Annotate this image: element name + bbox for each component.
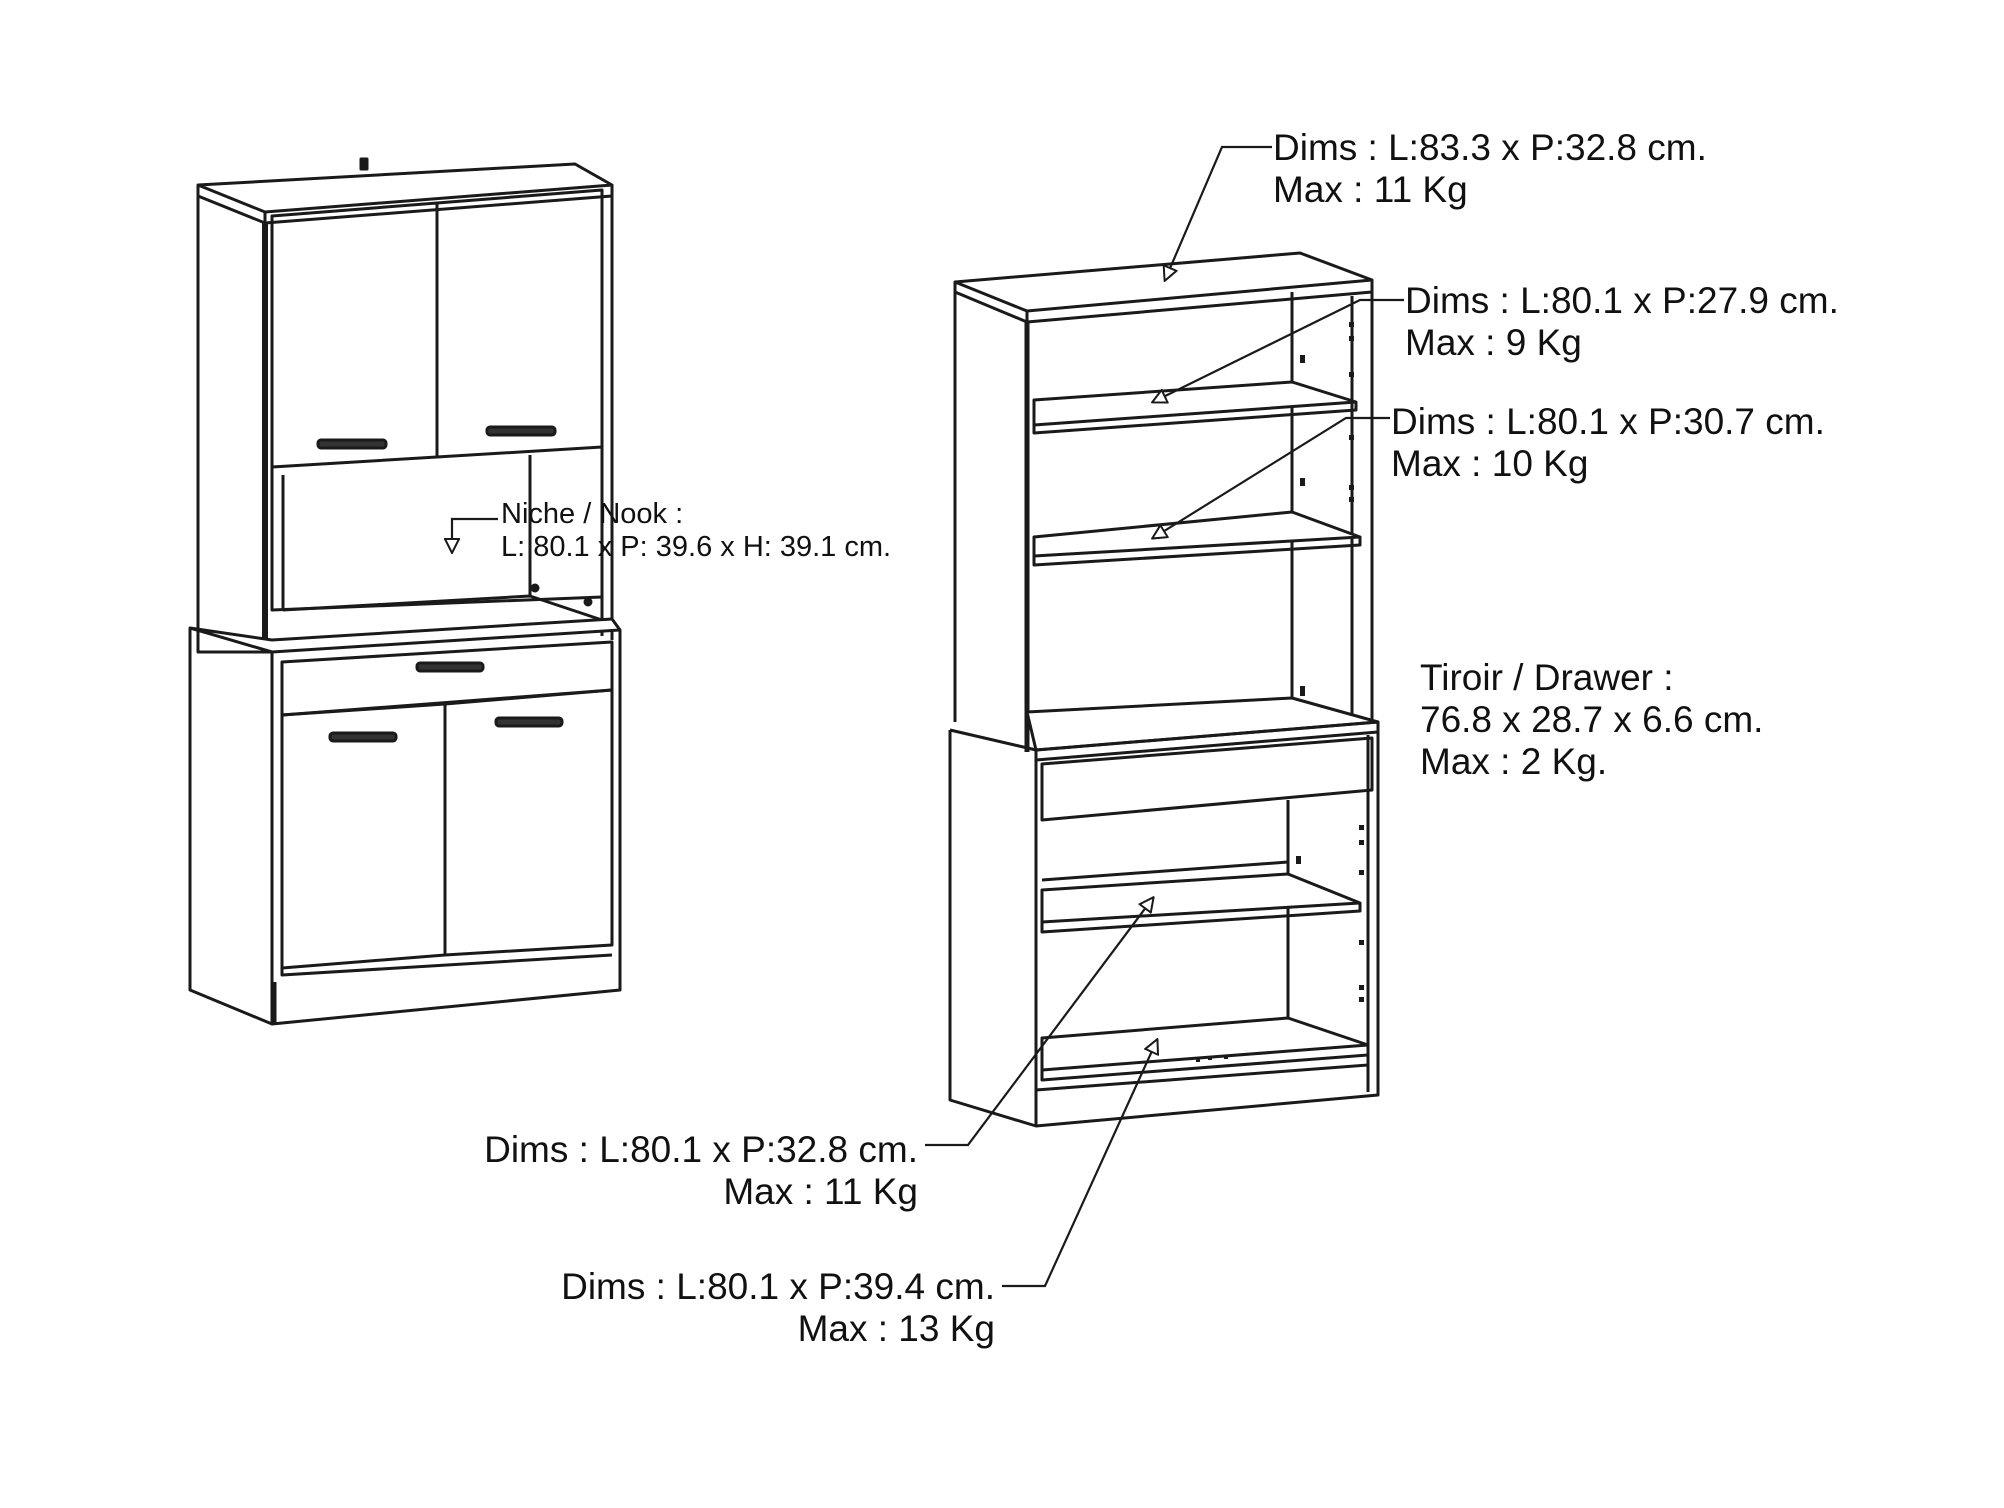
upper-door-handle-right <box>485 425 557 437</box>
label-bottom-panel: Dims : L:80.1 x P:39.4 cm. Max : 13 Kg <box>515 1268 995 1347</box>
label-top-panel: Dims : L:83.3 x P:32.8 cm. Max : 11 Kg <box>1273 129 1707 208</box>
upper-door-handle-left <box>316 438 388 450</box>
leader-middle-shelf <box>1153 416 1390 538</box>
leader-upper-shelf <box>1153 298 1404 402</box>
label-nook-title: Niche / Nook : <box>501 498 684 530</box>
label-drawer-max: Max : 2 Kg. <box>1420 741 1608 782</box>
label-drawer-dims: 76.8 x 28.7 x 6.6 cm. <box>1420 699 1764 740</box>
right-drawer <box>1040 736 1374 822</box>
label-upper-shelf-max: Max : 9 Kg <box>1405 322 1582 363</box>
label-upper-shelf-dims: Dims : L:80.1 x P:27.9 cm. <box>1405 280 1839 321</box>
label-drawer: Tiroir / Drawer : 76.8 x 28.7 x 6.6 cm. … <box>1420 659 1763 780</box>
right-top-board <box>953 251 1374 313</box>
left-base-top <box>188 617 622 654</box>
label-nook-dims: L: 80.1 x P: 39.6 x H: 39.1 cm. <box>501 531 892 563</box>
leader-bottom-panel <box>1002 1040 1157 1288</box>
label-middle-shelf: Dims : L:80.1 x P:30.7 cm. Max : 10 Kg <box>1391 403 1825 482</box>
lower-door-handle-right <box>494 716 564 728</box>
label-lower-shelf-dims: Dims : L:80.1 x P:32.8 cm. <box>484 1129 918 1170</box>
label-bottom-panel-max: Max : 13 Kg <box>797 1308 995 1349</box>
left-lower-door-left <box>280 702 447 970</box>
left-upper-door-left <box>270 201 439 469</box>
left-lower-door-right <box>444 688 614 957</box>
left-upper-door-right <box>436 188 604 459</box>
label-top-panel-max: Max : 11 Kg <box>1273 169 1468 210</box>
label-drawer-title: Tiroir / Drawer : <box>1420 657 1674 698</box>
label-upper-shelf: Dims : L:80.1 x P:27.9 cm. Max : 9 Kg <box>1405 282 1839 361</box>
label-top-panel-dims: Dims : L:83.3 x P:32.8 cm. <box>1273 127 1707 168</box>
lower-door-handle-left <box>328 731 398 743</box>
label-nook: Niche / Nook : L: 80.1 x P: 39.6 x H: 39… <box>501 500 891 562</box>
label-middle-shelf-max: Max : 10 Kg <box>1391 443 1589 484</box>
leader-top-panel <box>1165 145 1272 280</box>
right-cabinet-open <box>948 251 1380 1128</box>
drawer-handle-left <box>415 661 485 673</box>
leader-lines <box>452 145 1404 1288</box>
leader-nook <box>452 517 498 552</box>
right-bottom-panel <box>1040 1016 1370 1072</box>
label-bottom-panel-dims: Dims : L:80.1 x P:39.4 cm. <box>561 1266 995 1307</box>
label-middle-shelf-dims: Dims : L:80.1 x P:30.7 cm. <box>1391 401 1825 442</box>
right-upper-shelf <box>1032 380 1358 427</box>
label-lower-shelf-max: Max : 11 Kg <box>723 1171 918 1212</box>
leader-lower-shelf <box>925 898 1153 1147</box>
label-lower-shelf: Dims : L:80.1 x P:32.8 cm. Max : 11 Kg <box>440 1131 918 1210</box>
left-nook <box>270 447 604 612</box>
left-cabinet-closed <box>188 157 622 1026</box>
